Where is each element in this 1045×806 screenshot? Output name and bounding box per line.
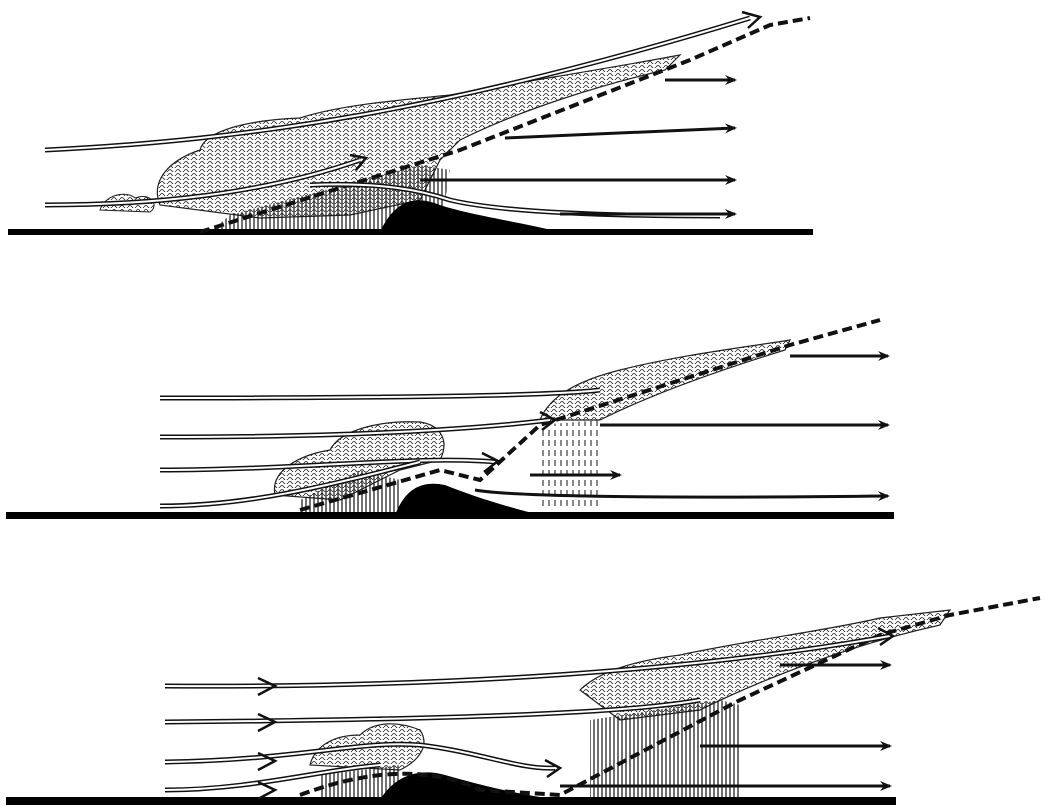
panel-middle	[6, 320, 894, 519]
ground-line	[8, 229, 813, 235]
solid-arrow	[505, 128, 735, 138]
panel-top	[8, 12, 813, 235]
hollow-stream-group	[165, 628, 893, 799]
solid-arrow	[475, 490, 888, 497]
mountain	[395, 484, 540, 515]
ground-line	[6, 797, 896, 805]
panel-bottom	[6, 598, 1040, 805]
cloud-mass	[580, 610, 950, 720]
cloud-mass	[540, 340, 790, 420]
ground-line	[6, 512, 894, 519]
